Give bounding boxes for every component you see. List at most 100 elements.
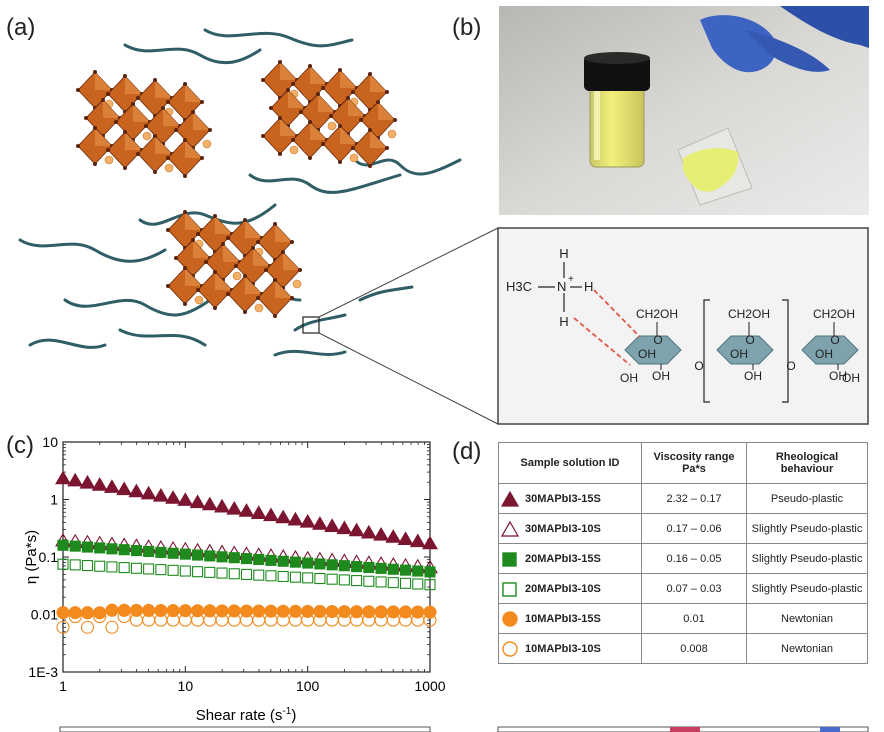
ma-cation — [202, 139, 212, 149]
ammonium-h-bottom: H — [559, 314, 568, 329]
data-point — [106, 561, 118, 573]
viscosity-cell: 0.008 — [641, 633, 747, 664]
sample-id-label: 20MAPbI3-15S — [525, 552, 601, 565]
data-point — [177, 492, 194, 506]
data-point — [69, 559, 81, 571]
data-point — [238, 503, 255, 517]
ammonium-n: N — [557, 279, 566, 294]
col-header-viscosity: Viscosity range Pa*s — [641, 442, 747, 484]
data-point — [302, 557, 314, 569]
col-header-behaviour: Rheological behaviour — [746, 442, 868, 484]
data-point — [399, 577, 412, 589]
vial-cap — [584, 55, 650, 91]
data-point — [299, 513, 316, 528]
col-header-sample: Sample solution ID — [498, 442, 642, 484]
data-point — [56, 620, 70, 634]
glucose-ring — [716, 335, 774, 365]
data-point — [399, 564, 412, 576]
data-point — [80, 620, 95, 634]
circle-marker-icon — [502, 610, 518, 627]
data-point — [277, 555, 289, 567]
data-point — [56, 606, 70, 620]
triangle-marker-icon — [501, 520, 519, 537]
y-tick-label: 10 — [42, 434, 58, 450]
viscosity-cell: 0.17 – 0.06 — [641, 513, 747, 544]
data-point — [338, 574, 350, 586]
data-point — [240, 568, 253, 580]
data-point — [178, 604, 192, 618]
data-point — [204, 566, 216, 578]
behaviour-cell: Newtonian — [746, 603, 868, 634]
data-point — [351, 561, 363, 573]
data-point — [226, 500, 243, 515]
data-point — [302, 572, 314, 584]
ma-cation — [232, 271, 242, 281]
ammonium-h-top: H — [559, 246, 568, 261]
panel-label-b: (b) — [452, 14, 482, 41]
data-point — [387, 577, 399, 589]
data-point — [326, 573, 338, 585]
y-tick-label: 0.01 — [31, 607, 58, 623]
ma-cation — [289, 145, 299, 155]
data-point — [360, 524, 377, 539]
data-point — [116, 481, 133, 496]
data-point — [167, 547, 179, 559]
data-point — [93, 606, 107, 620]
ma-cation — [327, 121, 337, 131]
sample-id-cell: 20MAPbI3-10S — [498, 573, 642, 604]
data-point — [348, 522, 365, 537]
data-point — [154, 603, 168, 618]
viscosity-table: Sample solution ID Viscosity range Pa*s … — [498, 442, 868, 664]
data-point — [179, 548, 191, 560]
data-point — [167, 564, 179, 576]
series-20MAPbI3-15S — [57, 539, 436, 578]
data-point — [289, 556, 301, 568]
x-axis-label: Shear rate (s-1) — [196, 706, 297, 724]
data-point — [93, 610, 107, 624]
panel-label-d: (d) — [452, 438, 482, 465]
data-point — [130, 562, 142, 574]
ring-oxygen: O — [745, 333, 754, 347]
y-tick-label: 1E-3 — [28, 664, 58, 680]
data-point — [412, 578, 424, 590]
series-30MAPbI3-15S — [55, 470, 438, 550]
data-point — [216, 567, 228, 579]
data-point — [240, 553, 253, 565]
data-point — [155, 564, 167, 576]
square-marker-icon — [502, 551, 517, 567]
data-point — [423, 613, 437, 627]
x-axis-label-main: Shear rate (s — [196, 707, 283, 724]
methyl-group: H3C — [506, 279, 532, 294]
data-point — [103, 479, 120, 493]
data-point — [250, 505, 267, 519]
data-point — [409, 533, 426, 548]
data-point — [192, 566, 204, 578]
data-point — [314, 572, 326, 585]
ammonium-h-right: H — [584, 279, 593, 294]
x-axis-label-sup: -1 — [282, 706, 291, 717]
data-point — [375, 562, 387, 574]
data-point — [68, 610, 82, 624]
sample-id-cell: 20MAPbI3-15S — [498, 543, 642, 574]
sample-id-cell: 10MAPbI3-15S — [498, 603, 642, 634]
square-marker-icon — [502, 581, 517, 597]
x-tick-label: 100 — [296, 678, 320, 694]
sample-id-cell: 10MAPbI3-10S — [498, 633, 642, 664]
data-point — [375, 576, 387, 588]
data-point — [253, 553, 265, 566]
data-point — [94, 560, 106, 572]
ammonium-plus: + — [568, 274, 574, 285]
perovskite-crystals — [76, 60, 397, 318]
ring-oh: OH — [652, 369, 670, 383]
series-10MAPbI3-10S — [56, 610, 437, 634]
data-point — [424, 566, 436, 578]
data-point — [117, 610, 131, 624]
data-point — [275, 509, 292, 524]
ch2oh-label: CH2OH — [636, 307, 678, 321]
zoom-box — [302, 316, 320, 334]
data-point — [424, 579, 436, 591]
data-point — [179, 565, 191, 577]
